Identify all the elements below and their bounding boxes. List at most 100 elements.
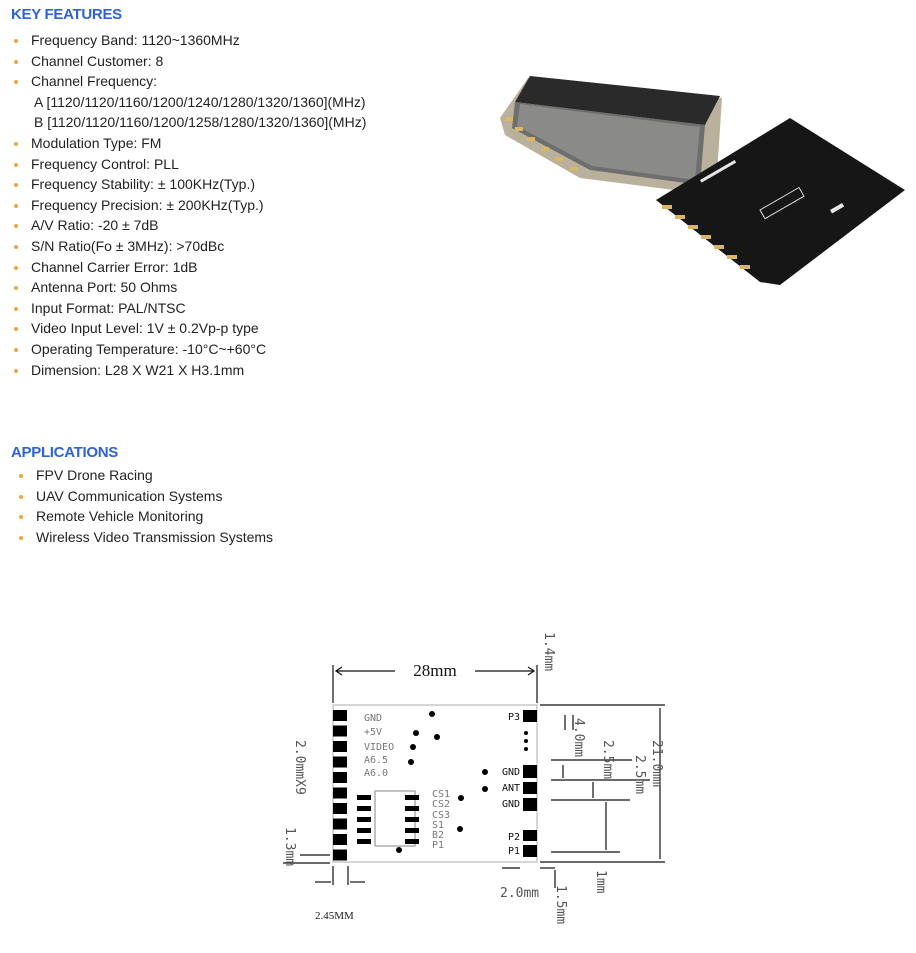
feature-text: B [1120/1120/1160/1200/1258/1280/1320/13… [34, 114, 367, 131]
bullet-icon [19, 474, 23, 478]
feature-item: Antenna Port: 50 Ohms [14, 277, 366, 298]
feature-text: Input Format: PAL/NTSC [31, 299, 186, 316]
feature-text: Channel Carrier Error: 1dB [31, 258, 198, 275]
dim-label: 1.3mm [282, 827, 297, 866]
feature-text: Channel Frequency: [31, 73, 158, 90]
application-item: FPV Drone Racing [19, 465, 273, 486]
feature-item: B [1120/1120/1160/1200/1258/1280/1320/13… [31, 112, 366, 133]
pin-label: P3 [508, 712, 520, 723]
bullet-icon [14, 203, 18, 208]
feature-text: Operating Temperature: -10°C~+60°C [31, 340, 267, 357]
bullet-icon [14, 244, 18, 249]
pin-label: VIDEO [364, 742, 394, 753]
application-text: Remote Vehicle Monitoring [36, 508, 204, 525]
dim-label: 2.5mm [600, 740, 615, 779]
bullet-icon [19, 494, 23, 499]
left-pads [333, 710, 347, 861]
dim-label: 2.45MM [315, 910, 354, 922]
feature-text: Channel Customer: 8 [31, 52, 164, 69]
pad [333, 803, 347, 814]
feature-text: A/V Ratio: -20 ± 7dB [31, 217, 159, 234]
dim-label: 1mm [593, 870, 608, 894]
feature-item: Channel Frequency: [14, 71, 366, 92]
feature-text: S/N Ratio(Fo ± 3MHz): >70dBc [31, 237, 225, 254]
feature-item: Channel Customer: 8 [14, 51, 366, 72]
switch-label: CS1 [432, 789, 450, 800]
feature-item: Channel Carrier Error: 1dB [14, 257, 366, 278]
dimension-drawing [283, 665, 665, 888]
module-underside [656, 118, 905, 285]
bullet-icon [14, 183, 18, 188]
switch-label: P1 [432, 840, 444, 851]
bullet-icon [14, 59, 18, 64]
application-text: FPV Drone Racing [36, 467, 153, 483]
module-shielded [500, 76, 722, 192]
pad [333, 710, 347, 721]
bullet-icon [14, 141, 18, 146]
pin-label: P1 [508, 846, 520, 857]
feature-text: Frequency Band: 1120~1360MHz [31, 32, 240, 48]
pin-label: +5V [364, 727, 382, 738]
feature-text: Frequency Stability: ± 100KHz(Typ.) [31, 176, 255, 193]
pad [333, 834, 347, 845]
dim-label: 1.5mm [553, 885, 568, 924]
feature-text: Frequency Control: PLL [31, 155, 179, 172]
application-text: Wireless Video Transmission Systems [36, 528, 274, 545]
bullet-icon [19, 515, 23, 520]
feature-item: A/V Ratio: -20 ± 7dB [14, 215, 366, 236]
dim-label: 1.4mm [541, 632, 556, 671]
pin-label: GND [502, 767, 520, 778]
feature-item: Operating Temperature: -10°C~+60°C [14, 339, 366, 360]
feature-text: A [1120/1120/1160/1200/1240/1280/1320/13… [34, 93, 366, 110]
pad [333, 787, 347, 799]
application-item: Remote Vehicle Monitoring [19, 506, 273, 527]
dim-label: 21.0mm [649, 740, 664, 787]
feature-item: Frequency Precision: ± 200KHz(Typ.) [14, 195, 366, 216]
pin-label: GND [364, 713, 382, 724]
right-pads [357, 710, 537, 857]
bullet-icon [14, 306, 18, 311]
feature-text: Dimension: L28 X W21 X H3.1mm [31, 361, 245, 378]
pad [333, 741, 347, 752]
pad [333, 725, 347, 737]
feature-item: Dimension: L28 X W21 X H3.1mm [14, 360, 366, 381]
pin-label: P2 [508, 832, 520, 843]
dim-label: 2.5mm [632, 755, 647, 794]
bullet-icon [14, 286, 18, 291]
pin-label: ANT [502, 783, 520, 794]
feature-item: S/N Ratio(Fo ± 3MHz): >70dBc [14, 236, 366, 257]
pin-label: A6.0 [364, 768, 388, 779]
application-item: Wireless Video Transmission Systems [19, 527, 274, 548]
bullet-icon [14, 347, 18, 352]
application-item: UAV Communication Systems [19, 486, 273, 507]
application-text: UAV Communication Systems [36, 487, 223, 504]
pin-label: GND [502, 799, 520, 810]
bullet-icon [19, 535, 23, 540]
bullet-icon [14, 39, 18, 43]
bullet-icon [14, 368, 18, 373]
pad [333, 772, 347, 783]
pad [333, 756, 347, 768]
bullet-icon [14, 162, 18, 167]
switch-label: CS2 [432, 799, 450, 810]
feature-item: A [1120/1120/1160/1200/1240/1280/1320/13… [31, 92, 366, 113]
switch-label: S1 [432, 820, 444, 831]
bullet-icon [14, 265, 18, 270]
bullet-icon [14, 327, 18, 332]
feature-item: Frequency Stability: ± 100KHz(Typ.) [14, 174, 366, 195]
key-features-heading: KEY FEATURES [11, 6, 122, 23]
switch-label: B2 [432, 830, 444, 841]
feature-item: Frequency Control: PLL [14, 154, 366, 175]
switch-label: CS3 [432, 810, 450, 821]
feature-item: Modulation Type: FM [14, 133, 366, 154]
pad [333, 849, 347, 861]
dim-label: 2.0mm [500, 886, 539, 901]
feature-text: Modulation Type: FM [31, 134, 162, 151]
bullet-icon [14, 80, 18, 85]
feature-item: Video Input Level: 1V ± 0.2Vp-p type [14, 318, 366, 339]
applications-heading: APPLICATIONS [11, 444, 118, 461]
feature-text: Frequency Precision: ± 200KHz(Typ.) [31, 196, 264, 213]
width-dimension: 28mm [413, 661, 456, 680]
